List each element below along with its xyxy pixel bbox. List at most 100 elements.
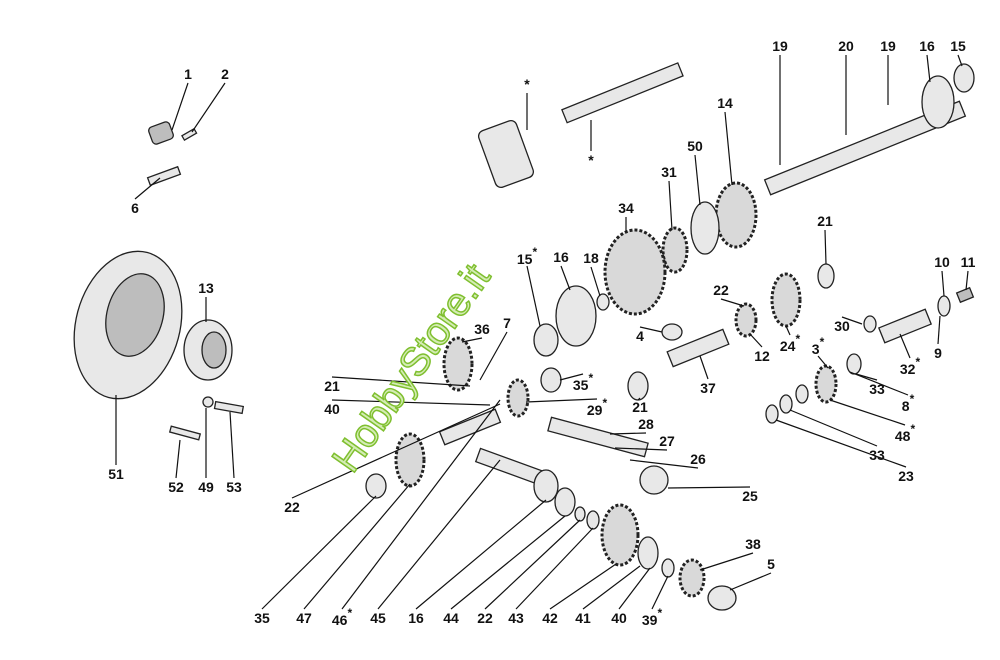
part-pin: [181, 127, 198, 141]
part-stud: [168, 425, 202, 441]
leader-line: [614, 447, 668, 451]
part-sleeve-50: [690, 201, 720, 255]
leader-line: [479, 331, 508, 381]
part-label-16: 16: [408, 610, 424, 626]
part-nut-11: [955, 286, 975, 304]
leader-line: [549, 563, 617, 610]
leader-line: [720, 298, 745, 307]
leader-line: [817, 355, 829, 369]
part-label-34: 34: [618, 200, 634, 216]
part-label-23: 23: [898, 468, 914, 484]
part-label-22: 22: [284, 499, 300, 515]
asterisk-mark: *: [602, 396, 608, 411]
leader-line: [789, 409, 878, 447]
part-shaft-46: [438, 408, 502, 446]
leader-line: [965, 270, 969, 291]
part-label-4: 4: [636, 328, 644, 344]
leader-line: [331, 376, 471, 387]
part-label-42: 42: [542, 610, 558, 626]
part-label-53: 53: [226, 479, 242, 495]
part-housing-bore: [105, 273, 165, 357]
part-label-32: 32*: [899, 355, 921, 377]
leader-line: [926, 54, 931, 83]
part-label-31: 31: [661, 164, 677, 180]
part-label-30: 30: [834, 318, 850, 334]
part-bearing-16c: [533, 469, 559, 503]
part-bearing-40: [637, 536, 659, 570]
parts: [73, 62, 975, 611]
part-gear-48: [814, 364, 838, 404]
leader-line: [341, 399, 501, 610]
part-bearing-35: [540, 367, 562, 393]
part-label-21: 21: [817, 213, 833, 229]
part-label-5: 5: [767, 556, 775, 572]
part-label-21: 21: [324, 378, 340, 394]
part-label-6: 6: [131, 200, 139, 216]
leader-line: [609, 432, 647, 435]
asterisk-mark: *: [819, 335, 825, 350]
part-label-48: 48*: [894, 422, 916, 444]
part-ring-15b: [533, 323, 559, 357]
part-label-10: 10: [934, 254, 950, 270]
leader-line: [651, 575, 669, 610]
leader-line: [171, 82, 189, 131]
part-label-19: 19: [880, 38, 896, 54]
part-label-24: 24*: [779, 332, 801, 354]
leader-line: [261, 495, 377, 610]
part-label-47: 47: [296, 610, 312, 626]
part-gear-12: [734, 302, 758, 338]
part-ring-4: [661, 323, 683, 341]
leader-line: [560, 265, 571, 291]
part-label-12: 12: [754, 348, 770, 364]
part-label-20: 20: [838, 38, 854, 54]
part-label-39: 39*: [641, 606, 663, 628]
part-label-16: 16: [919, 38, 935, 54]
part-label-43: 43: [508, 610, 524, 626]
asterisk-mark: *: [915, 355, 921, 370]
part-ring-44: [554, 487, 576, 517]
leader-line: [724, 111, 733, 186]
part-label-3: 3*: [811, 335, 825, 357]
part-label-19: 19: [772, 38, 788, 54]
part-label-33: 33: [869, 381, 885, 397]
leader-line: [824, 229, 827, 265]
part-label-15: 15: [950, 38, 966, 54]
part-ring-18: [596, 293, 610, 311]
leader-line: [841, 316, 863, 325]
leader-line: [829, 399, 906, 426]
part-label-21: 21: [632, 399, 648, 415]
part-bolt: [146, 165, 182, 187]
part-gear-34: [603, 228, 667, 316]
leader-line: [450, 515, 566, 610]
part-ring-33b: [779, 394, 793, 414]
leader-line: [484, 519, 581, 610]
part-gear-36: [442, 336, 474, 392]
part-label-11: 11: [960, 254, 976, 270]
part-gear-29: [506, 378, 530, 418]
part-label-29: 29*: [586, 396, 608, 418]
leader-line: [775, 419, 907, 468]
leader-line: [590, 266, 601, 297]
leader-line: [377, 459, 501, 610]
part-bearing-16: [921, 75, 955, 129]
leader-line: [699, 355, 709, 380]
part-label-49: 49: [198, 479, 214, 495]
part-label-36: 36: [474, 321, 490, 337]
part-bushing-5: [707, 585, 737, 611]
leader-line: [618, 567, 651, 610]
part-label-28: 28: [638, 416, 654, 432]
part-label-52: 52: [168, 479, 184, 495]
part-screw: [213, 400, 245, 415]
part-fork: [477, 120, 535, 188]
leader-line: [629, 459, 699, 469]
leader-line: [855, 373, 878, 381]
asterisk-mark: *: [588, 371, 594, 386]
part-label-27: 27: [659, 433, 675, 449]
leader-line: [525, 398, 598, 403]
part-label-51: 51: [108, 466, 124, 482]
leader-line: [957, 54, 963, 67]
leader-line: [637, 397, 641, 401]
part-bushing: [148, 121, 174, 145]
part-gear-42: [600, 503, 640, 567]
